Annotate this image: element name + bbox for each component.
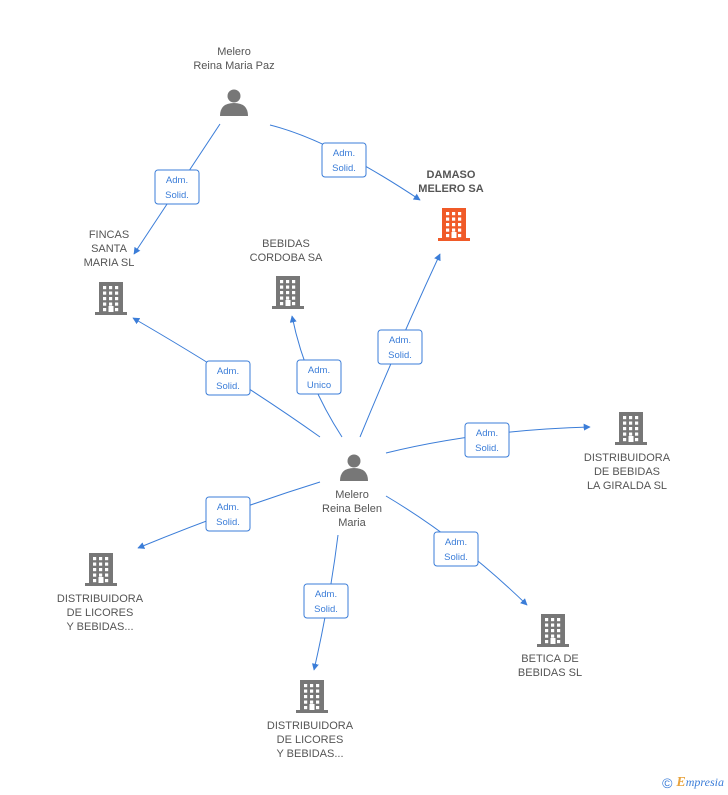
person-icon: [220, 89, 248, 116]
node-label-line: MELERO SA: [418, 183, 483, 195]
node-label-line: MARIA SL: [84, 257, 135, 269]
edge-melero_belen-to-bebidas_cordoba: Adm. Unico: [289, 315, 343, 438]
node-giralda[interactable]: DISTRIBUIDORA DE BEBIDAS LA GIRALDA SL: [584, 412, 671, 492]
edge-label-text: Adm.: [333, 148, 355, 159]
edge-melero_paz-to-damaso: Adm. Solid.: [269, 124, 421, 201]
edge-melero_belen-to-fincas: Adm. Solid.: [132, 317, 321, 438]
person-icon: [340, 454, 368, 481]
node-label-line: DE BEBIDAS: [594, 466, 660, 478]
node-label-line: LA GIRALDA SL: [587, 480, 667, 492]
brand-logo: Empresia: [676, 775, 724, 790]
edge-melero_belen-to-damaso: Adm. Solid.: [359, 253, 441, 438]
edge-label-box[interactable]: [303, 583, 349, 619]
building-icon: [438, 208, 470, 241]
node-label-line: Melero: [217, 46, 251, 58]
edge-melero_belen-to-dist_bottom: Adm. Solid.: [303, 534, 349, 671]
node-label-line: SANTA: [91, 243, 128, 255]
edge-melero_belen-to-betica: Adm. Solid.: [385, 495, 528, 606]
node-dist_left[interactable]: DISTRIBUIDORA DE LICORES Y BEBIDAS...: [57, 553, 144, 633]
edge-label-text: Solid.: [332, 163, 356, 174]
edge-label-text: Solid.: [388, 350, 412, 361]
node-label-line: BEBIDAS: [262, 238, 310, 250]
edge-label-text: Adm.: [389, 335, 411, 346]
edge-label-box[interactable]: [321, 142, 367, 178]
node-label-line: Y BEBIDAS...: [66, 621, 133, 633]
node-dist_bottom[interactable]: DISTRIBUIDORA DE LICORES Y BEBIDAS...: [267, 680, 354, 760]
node-label-line: DISTRIBUIDORA: [584, 452, 671, 464]
edge-label-text: Solid.: [475, 443, 499, 454]
edge-label-text: Adm.: [315, 589, 337, 600]
edge-label-box[interactable]: [205, 360, 251, 396]
node-label-line: DE LICORES: [67, 607, 134, 619]
edge-label-box[interactable]: [464, 422, 510, 458]
edge-label-text: Adm.: [217, 502, 239, 513]
node-label-line: Reina Maria Paz: [193, 60, 274, 72]
node-label-line: DAMASO: [427, 169, 476, 181]
edge-label-box[interactable]: [377, 329, 423, 365]
edge-label-text: Solid.: [216, 381, 240, 392]
edges-layer: Adm.Solid.Adm.Solid.Adm.Solid.Adm.UnicoA…: [132, 123, 591, 671]
copyright-icon: ©: [662, 775, 673, 791]
edge-melero_belen-to-giralda: Adm. Solid.: [385, 422, 591, 458]
footer-brand: © Empresia: [662, 775, 724, 791]
node-label-line: FINCAS: [89, 229, 129, 241]
edge-label-text: Solid.: [444, 552, 468, 563]
building-icon: [272, 276, 304, 309]
building-icon: [95, 282, 127, 315]
node-bebidas_cordoba[interactable]: BEBIDAS CORDOBA SA: [250, 238, 323, 309]
building-icon: [537, 614, 569, 647]
edge-melero_paz-to-fincas: Adm. Solid.: [133, 123, 221, 255]
edge-label-box[interactable]: [154, 169, 200, 205]
node-fincas[interactable]: FINCAS SANTA MARIA SL: [84, 229, 135, 315]
edge-label-text: Adm.: [308, 365, 330, 376]
edge-label-box[interactable]: [205, 496, 251, 532]
building-icon: [85, 553, 117, 586]
node-label-line: BETICA DE: [521, 653, 578, 665]
node-label-line: Y BEBIDAS...: [276, 748, 343, 760]
edge-label-text: Unico: [307, 380, 331, 391]
node-label-line: DE LICORES: [277, 734, 344, 746]
edge-label-box[interactable]: [433, 531, 479, 567]
building-icon: [296, 680, 328, 713]
edge-label-text: Solid.: [314, 604, 338, 615]
node-label-line: BEBIDAS SL: [518, 667, 582, 679]
edge-label-text: Adm.: [166, 175, 188, 186]
node-betica[interactable]: BETICA DE BEBIDAS SL: [518, 614, 582, 679]
node-label-line: Maria: [338, 517, 366, 529]
edge-label-text: Adm.: [476, 428, 498, 439]
edge-label-text: Solid.: [165, 190, 189, 201]
node-damaso[interactable]: DAMASO MELERO SA: [418, 169, 484, 241]
node-label-line: CORDOBA SA: [250, 252, 323, 264]
building-icon: [615, 412, 647, 445]
edge-label-box[interactable]: [296, 359, 342, 395]
node-label-line: Reina Belen: [322, 503, 382, 515]
node-label-line: DISTRIBUIDORA: [57, 593, 144, 605]
node-label-line: DISTRIBUIDORA: [267, 720, 354, 732]
edge-label-text: Adm.: [217, 366, 239, 377]
edge-melero_belen-to-dist_left: Adm. Solid.: [137, 481, 321, 549]
edge-label-text: Adm.: [445, 537, 467, 548]
edge-label-text: Solid.: [216, 517, 240, 528]
node-label-line: Melero: [335, 489, 369, 501]
